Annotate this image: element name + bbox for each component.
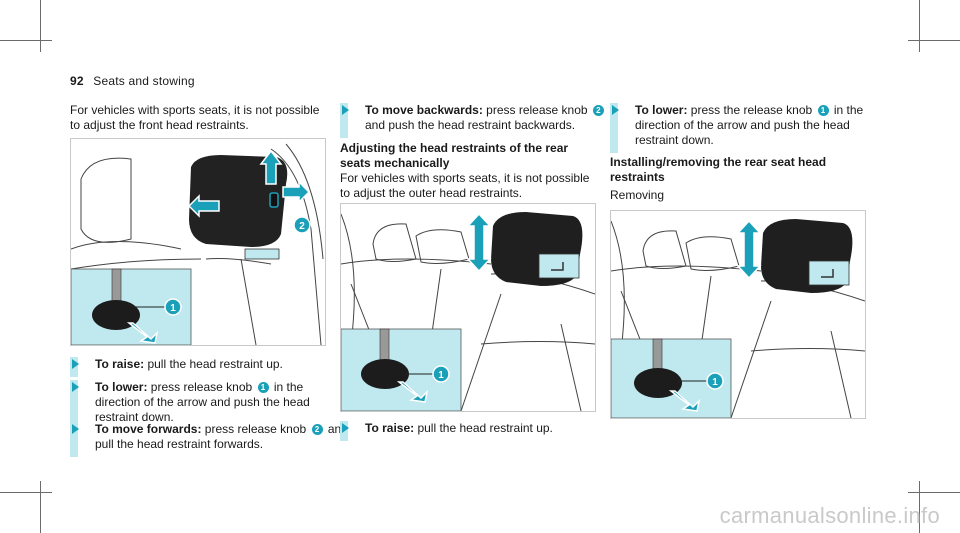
- crop-mark: [919, 0, 920, 52]
- crop-mark: [908, 492, 960, 493]
- watermark: carmanualsonline.info: [719, 503, 940, 528]
- knob-1-badge: 1: [257, 382, 269, 393]
- knob-2-badge: 2: [311, 424, 323, 435]
- col1-intro: For vehicles with sports seats, it is no…: [70, 103, 320, 132]
- page-header: 92 Seats and stowing: [70, 74, 195, 88]
- crop-mark: [0, 492, 52, 493]
- step-lower-front: To lower: press release knob 1 in the di…: [70, 380, 350, 430]
- arrow-bullet-icon: [342, 105, 349, 115]
- crop-mark: [0, 40, 52, 41]
- rear-heading: Adjusting the head restraints of the rea…: [340, 141, 569, 170]
- arrow-bullet-icon: [612, 105, 619, 115]
- page-number: 92: [70, 74, 84, 88]
- crop-mark: [908, 40, 960, 41]
- arrow-bullet-icon: [72, 424, 79, 434]
- crop-mark: [40, 0, 41, 52]
- step-lower-rear: To lower: press the release knob 1 in th…: [610, 103, 890, 153]
- step-backwards: To move backwards: press release knob 2 …: [340, 103, 620, 138]
- figure-rear-head-restraint: 1: [340, 203, 596, 412]
- step-forwards-front: To move forwards: press release knob 2 a…: [70, 422, 350, 457]
- arrow-bullet-icon: [342, 423, 349, 433]
- callout-1: 1: [170, 303, 176, 314]
- arrow-bullet-icon: [72, 382, 79, 392]
- callout-2: 2: [299, 221, 305, 232]
- knob-1-badge: 1: [817, 105, 829, 116]
- callout-1: 1: [438, 370, 444, 381]
- crop-mark: [40, 481, 41, 533]
- col2-intro: For vehicles with sports seats, it is no…: [340, 171, 590, 200]
- head-restraint: [189, 155, 288, 247]
- arrow-bullet-icon: [72, 359, 79, 369]
- install-heading: Installing/removing the rear seat head r…: [610, 155, 827, 184]
- crop-mark: [919, 481, 920, 533]
- step-raise-front: To raise: pull the head restraint up.: [70, 357, 350, 377]
- step-raise-rear: To raise: pull the head restraint up.: [340, 421, 620, 441]
- knob-2-badge: 2: [592, 105, 604, 116]
- figure-remove-head-restraint: 1: [610, 210, 866, 419]
- removing-subheading: Removing: [610, 188, 665, 202]
- figure-front-head-restraint: 2 1: [70, 138, 326, 346]
- callout-1: 1: [712, 377, 718, 388]
- section-title: Seats and stowing: [93, 74, 195, 88]
